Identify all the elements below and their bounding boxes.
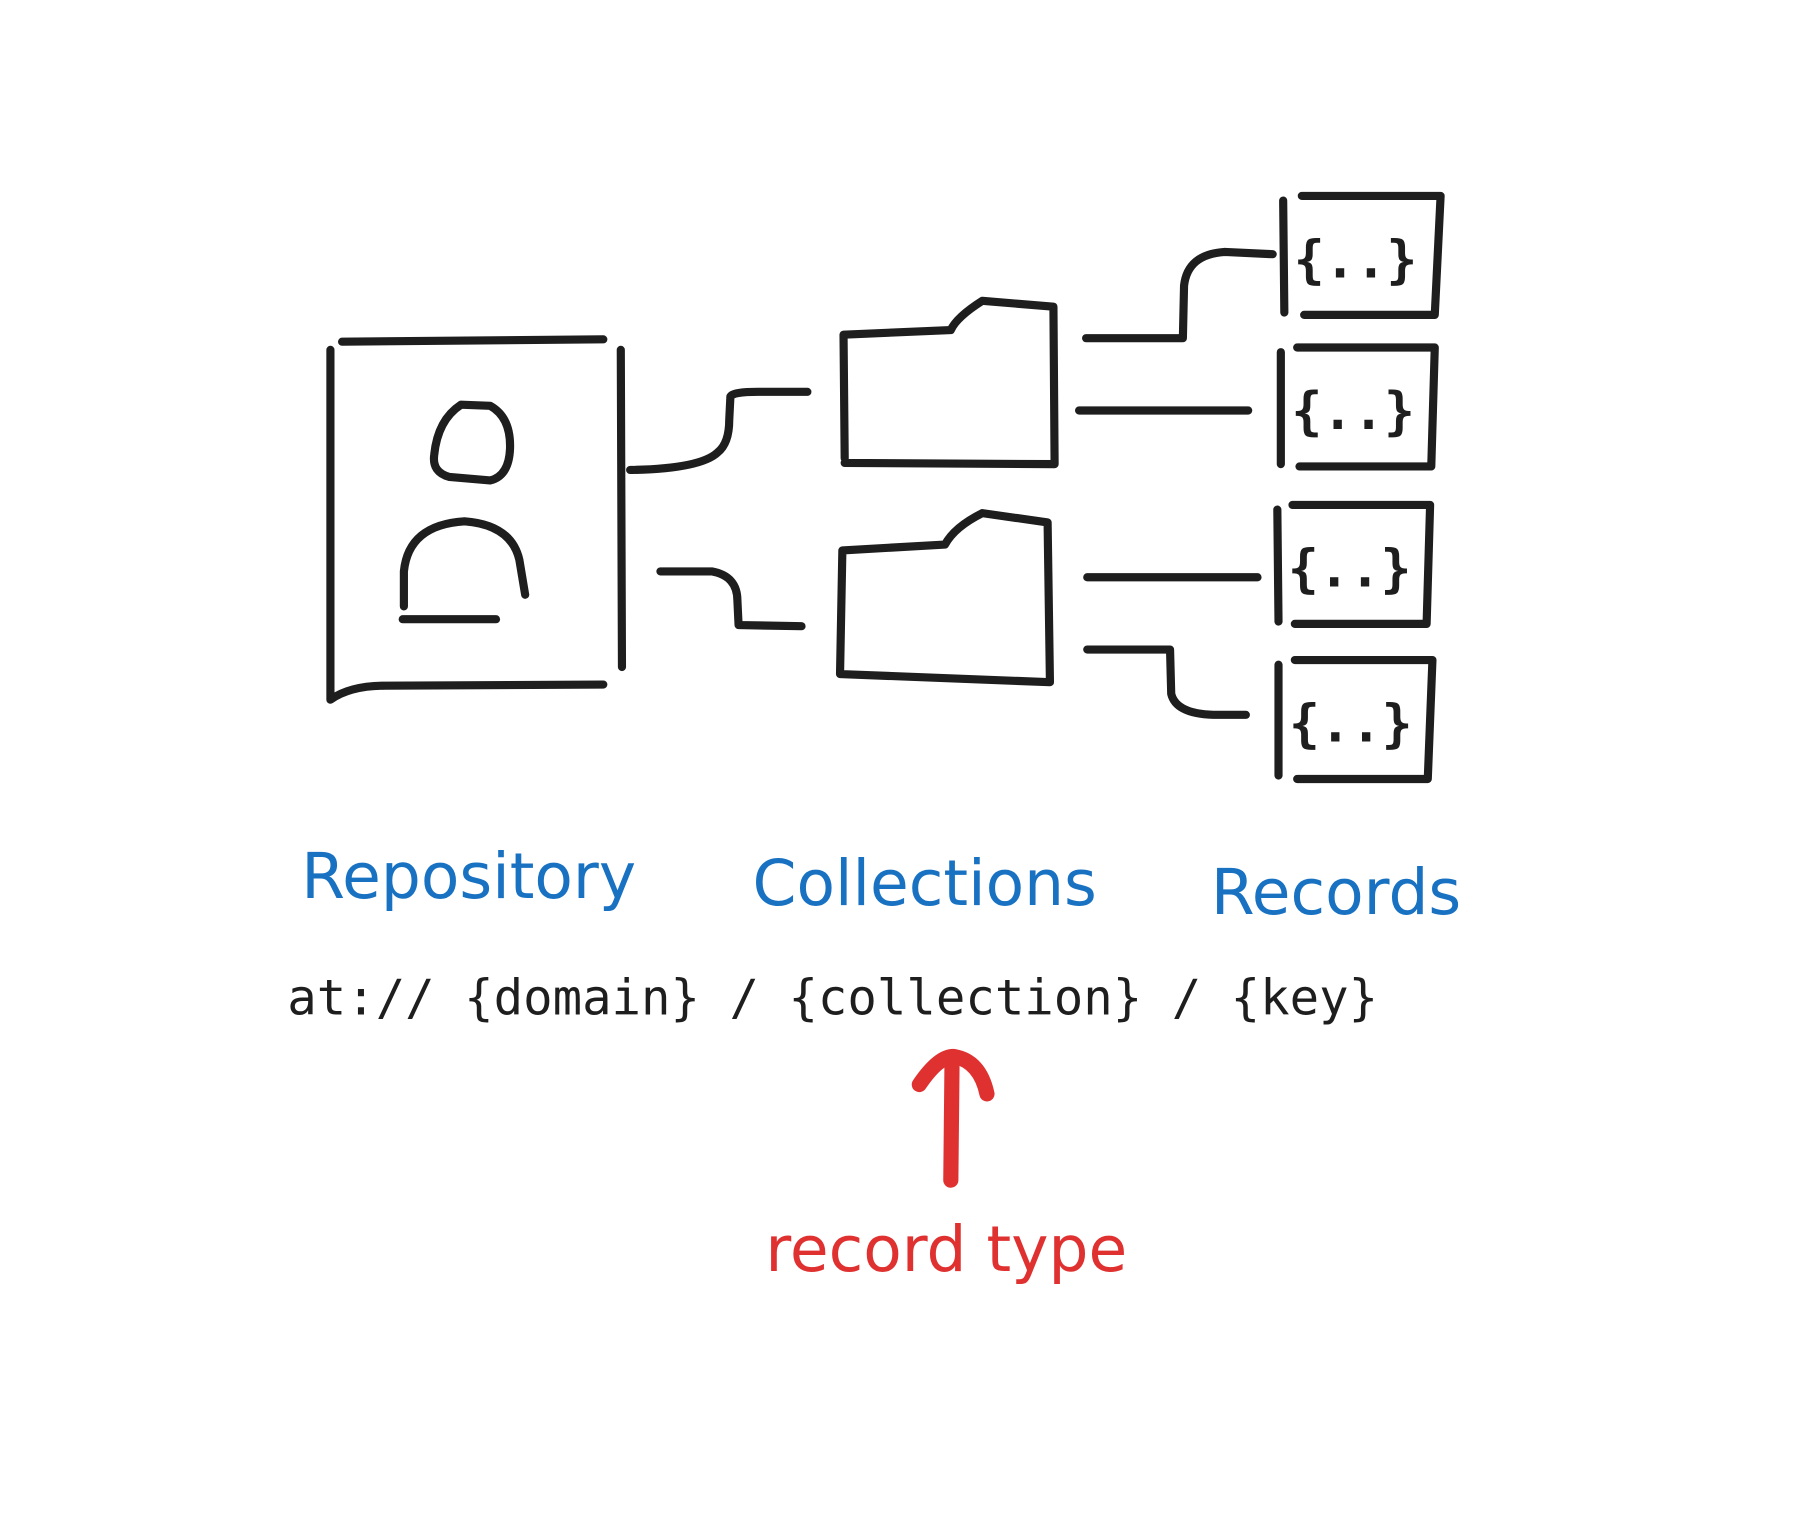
repository-icon (326, 335, 627, 704)
person-body (399, 517, 530, 611)
repository-label: Repository (301, 840, 636, 913)
collection-connectors (1075, 247, 1277, 719)
record-box: {..} (1276, 343, 1439, 471)
record-placeholder: {..} (1291, 382, 1415, 442)
collection-folder-icon (839, 296, 1059, 469)
record-box: {..} (1273, 500, 1435, 628)
person-head (429, 400, 515, 485)
at-uri: at:// {domain} / {collection} / {key} (287, 970, 1378, 1027)
records-label: Records (1211, 856, 1461, 929)
repo-connectors (626, 387, 812, 631)
record-type-annotation: record type (765, 1213, 1127, 1286)
record-box: {..} (1279, 191, 1445, 319)
record-placeholder: {..} (1289, 695, 1413, 755)
arrow-up-icon (911, 1048, 995, 1188)
record-placeholder: {..} (1294, 231, 1418, 291)
record-box: {..} (1274, 655, 1437, 784)
collection-folder-icon (835, 509, 1055, 687)
collections-label: Collections (753, 847, 1097, 920)
record-placeholder: {..} (1288, 540, 1412, 600)
